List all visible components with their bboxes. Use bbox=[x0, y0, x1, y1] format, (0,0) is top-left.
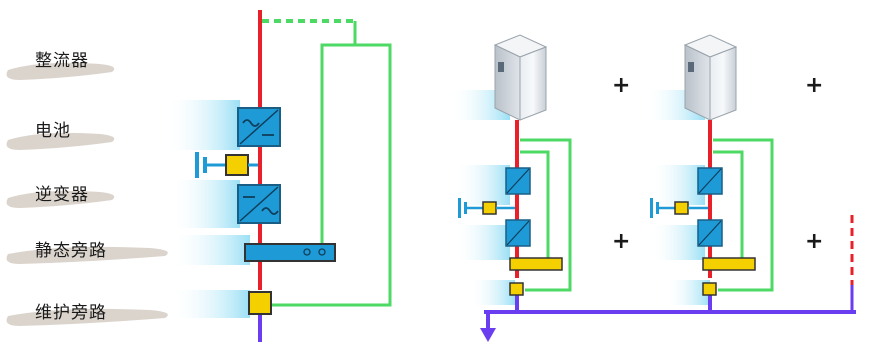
plus-sign-4: + bbox=[805, 229, 823, 254]
plus-sign-3: + bbox=[612, 229, 630, 254]
legend-brush-strokes bbox=[6, 62, 168, 326]
label-battery: 电池 bbox=[35, 121, 71, 141]
brush-stroke-battery bbox=[6, 132, 115, 150]
plus-sign-1: + bbox=[612, 73, 630, 98]
brush-stroke-inverter bbox=[6, 190, 115, 208]
brush-stroke-static-bypass bbox=[6, 246, 168, 264]
label-rectifier: 整流器 bbox=[35, 51, 89, 71]
ups-cabinet-icon bbox=[683, 34, 738, 121]
battery-icon bbox=[195, 152, 258, 178]
label-inverter: 逆变器 bbox=[35, 185, 89, 205]
ups-module-1 bbox=[450, 34, 572, 312]
parallel-system bbox=[480, 215, 856, 342]
rectifier-icon bbox=[237, 107, 281, 147]
brush-stroke-rectifier bbox=[6, 62, 115, 80]
maintenance-bypass-switch-icon bbox=[248, 291, 272, 315]
single-ups-detail bbox=[165, 10, 392, 342]
ups-cabinet-icon bbox=[493, 34, 548, 121]
plus-sign-2: + bbox=[805, 73, 823, 98]
output-arrow-icon bbox=[480, 328, 496, 342]
label-static-bypass: 静态旁路 bbox=[35, 241, 107, 261]
brush-stroke-maintenance-bypass bbox=[6, 308, 168, 326]
ups-module-2 bbox=[645, 34, 774, 312]
static-bypass-icon bbox=[244, 243, 336, 262]
inverter-icon bbox=[237, 184, 281, 224]
label-maintenance-bypass: 维护旁路 bbox=[35, 303, 107, 323]
